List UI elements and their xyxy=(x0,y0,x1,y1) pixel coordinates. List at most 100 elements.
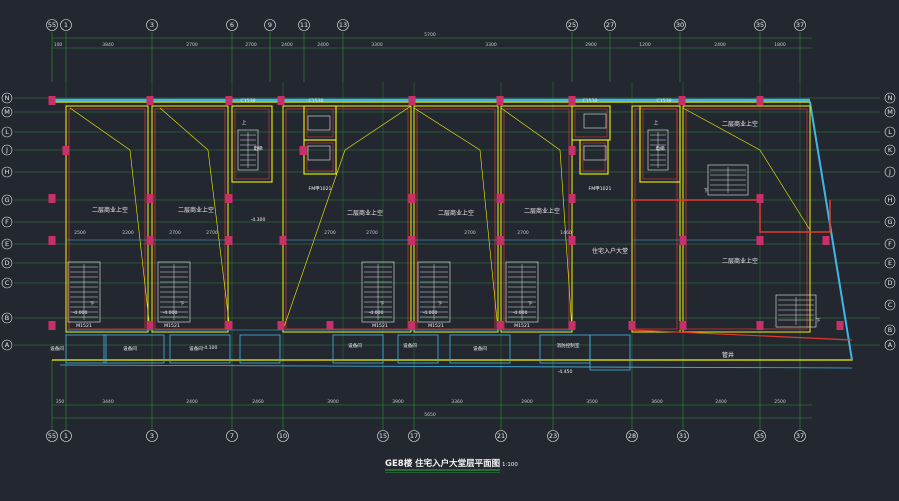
dim-interior: 2700 xyxy=(366,230,378,236)
core-inner xyxy=(582,142,606,172)
axis-bubble-right xyxy=(884,92,896,104)
column xyxy=(279,236,287,245)
column xyxy=(496,236,504,245)
axis-label-bottom: 17 xyxy=(410,432,418,440)
axis-bubble-right xyxy=(884,194,896,206)
axis-bubble-left xyxy=(1,216,13,228)
axis-bubble-top xyxy=(264,19,276,31)
vestibule xyxy=(539,334,591,364)
vestibule xyxy=(397,334,439,364)
elevator-car xyxy=(307,145,331,161)
dim-top: 3840 xyxy=(102,42,114,48)
axis-label-top: 30 xyxy=(676,21,684,29)
axis-bubble-top xyxy=(146,19,158,31)
axis-label-bottom: 55 xyxy=(48,432,56,440)
stair-outline xyxy=(361,261,395,323)
core-wall xyxy=(571,105,611,141)
column xyxy=(628,321,636,330)
dim-top: 2900 xyxy=(585,42,597,48)
dim-bottom: 3360 xyxy=(451,399,463,405)
void-outline xyxy=(759,149,811,231)
column xyxy=(756,194,764,203)
axis-bubble-left xyxy=(1,166,13,178)
axis-label-bottom: 7 xyxy=(230,432,234,440)
column xyxy=(299,146,307,155)
column xyxy=(756,236,764,245)
axis-bubble-right xyxy=(884,339,896,351)
axis-label-top: 11 xyxy=(300,21,308,29)
room-label-equipment: 设备间 xyxy=(50,345,64,352)
axis-bubble-right xyxy=(884,166,896,178)
column xyxy=(756,96,764,105)
level-mark-d: -4.450 xyxy=(558,369,573,375)
axis-bubble-right xyxy=(884,257,896,269)
column xyxy=(568,96,576,105)
axis-label-left: H xyxy=(5,168,10,176)
bay-inner-wall xyxy=(634,108,678,330)
axis-bubble-right xyxy=(884,144,896,156)
axis-bubble-top xyxy=(60,19,72,31)
column xyxy=(678,96,686,105)
void-outline xyxy=(682,107,761,151)
dim-bottom: 3600 xyxy=(651,399,663,405)
bay-wall xyxy=(500,105,573,333)
axis-bubble-right xyxy=(884,324,896,336)
core-inner xyxy=(306,142,334,172)
void-outline xyxy=(69,107,131,151)
column xyxy=(146,321,154,330)
door-label: M1521 xyxy=(514,323,530,329)
axis-bubble-right xyxy=(884,216,896,228)
dim-bottom: 2500 xyxy=(774,399,786,405)
core-wall xyxy=(303,139,337,175)
axis-bubble-top xyxy=(337,19,349,31)
column xyxy=(48,321,56,330)
drawing-scale: 1:100 xyxy=(502,462,518,468)
room-label-shop-upper: 二层商业上空 xyxy=(347,209,383,217)
column xyxy=(146,236,154,245)
core-inner xyxy=(306,108,334,138)
dim-interior: 2700 xyxy=(464,230,476,236)
level-mark: -4.000 xyxy=(369,310,384,316)
axis-bubble-bottom xyxy=(46,430,58,442)
bay-wall xyxy=(682,105,811,333)
stair-up-label: 上 xyxy=(654,119,659,126)
dim-top: 100 xyxy=(54,42,63,48)
room-label-shop-upper: 二层商业上空 xyxy=(438,209,474,217)
dim-top: 2400 xyxy=(317,42,329,48)
void-outline xyxy=(413,107,481,151)
vestibule xyxy=(65,334,107,364)
room-label-fire: 消防控制室 xyxy=(557,342,580,349)
dim-bottom: 3900 xyxy=(392,399,404,405)
axis-bubble-left xyxy=(1,238,13,250)
column xyxy=(48,96,56,105)
axis-label-right: J xyxy=(888,168,891,176)
column xyxy=(568,236,576,245)
column xyxy=(822,236,830,245)
window-label: C1530 xyxy=(657,98,672,104)
bay-wall xyxy=(413,105,499,333)
axis-label-right: H xyxy=(888,196,893,204)
column xyxy=(146,194,154,203)
room-label-equipment: 设备间 xyxy=(189,345,203,352)
bay-inner-wall xyxy=(68,108,146,330)
dim-bottom: 2400 xyxy=(715,399,727,405)
door-label: M1521 xyxy=(164,323,180,329)
stair-outline xyxy=(505,261,539,323)
core-wall xyxy=(579,139,609,175)
axis-label-bottom: 28 xyxy=(628,432,636,440)
axis-label-top: 13 xyxy=(339,21,347,29)
stair-outline xyxy=(707,164,749,196)
core-inner xyxy=(574,108,608,138)
vestibule xyxy=(332,334,384,364)
axis-label-left: E xyxy=(5,240,9,248)
axis-label-left: N xyxy=(5,94,10,102)
column xyxy=(277,96,285,105)
red-partition-low xyxy=(631,329,853,341)
void-outline xyxy=(159,107,209,151)
bay-wall xyxy=(282,105,412,333)
stairs xyxy=(67,129,817,328)
window-label: C1530 xyxy=(309,98,324,104)
bay-wall xyxy=(151,105,229,333)
stair-down-label: 下 xyxy=(180,301,185,307)
